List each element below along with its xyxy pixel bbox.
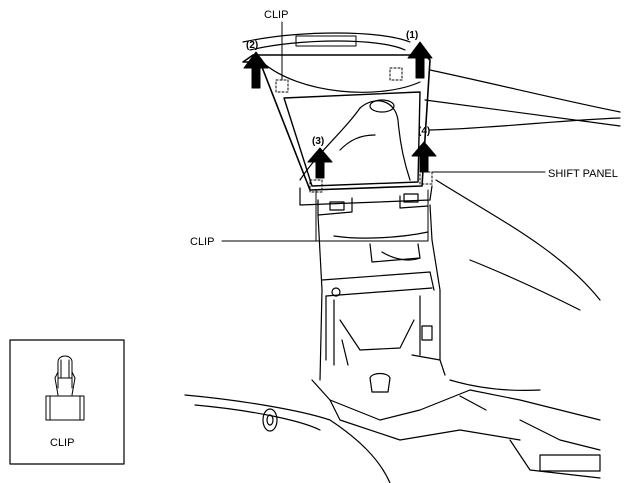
up-arrow-icon: [307, 147, 333, 179]
clip-location-2: [275, 79, 289, 93]
push-clip-icon: [45, 355, 85, 421]
clip-detail-inset: CLIP: [9, 339, 125, 465]
inset-clip-label: CLIP: [50, 437, 74, 449]
up-arrow-icon: [411, 141, 437, 173]
up-arrow-icon: [243, 51, 269, 89]
step-label-2: (2): [246, 40, 258, 51]
center-console-drawing: [184, 32, 621, 483]
clip-left-label: CLIP: [190, 236, 214, 248]
step-numbers: (1) (2) (3) (4): [246, 30, 430, 147]
removal-arrows: [243, 41, 437, 179]
step-label-3: (3): [312, 136, 324, 147]
step-label-1: (1): [406, 30, 418, 41]
callouts: CLIP SHIFT PANEL CLIP: [190, 9, 618, 248]
step-label-4: (4): [418, 126, 430, 137]
clip-location-1: [389, 67, 403, 81]
clip-top-label: CLIP: [264, 9, 288, 21]
shift-panel-label: SHIFT PANEL: [548, 168, 618, 180]
up-arrow-icon: [407, 41, 433, 79]
